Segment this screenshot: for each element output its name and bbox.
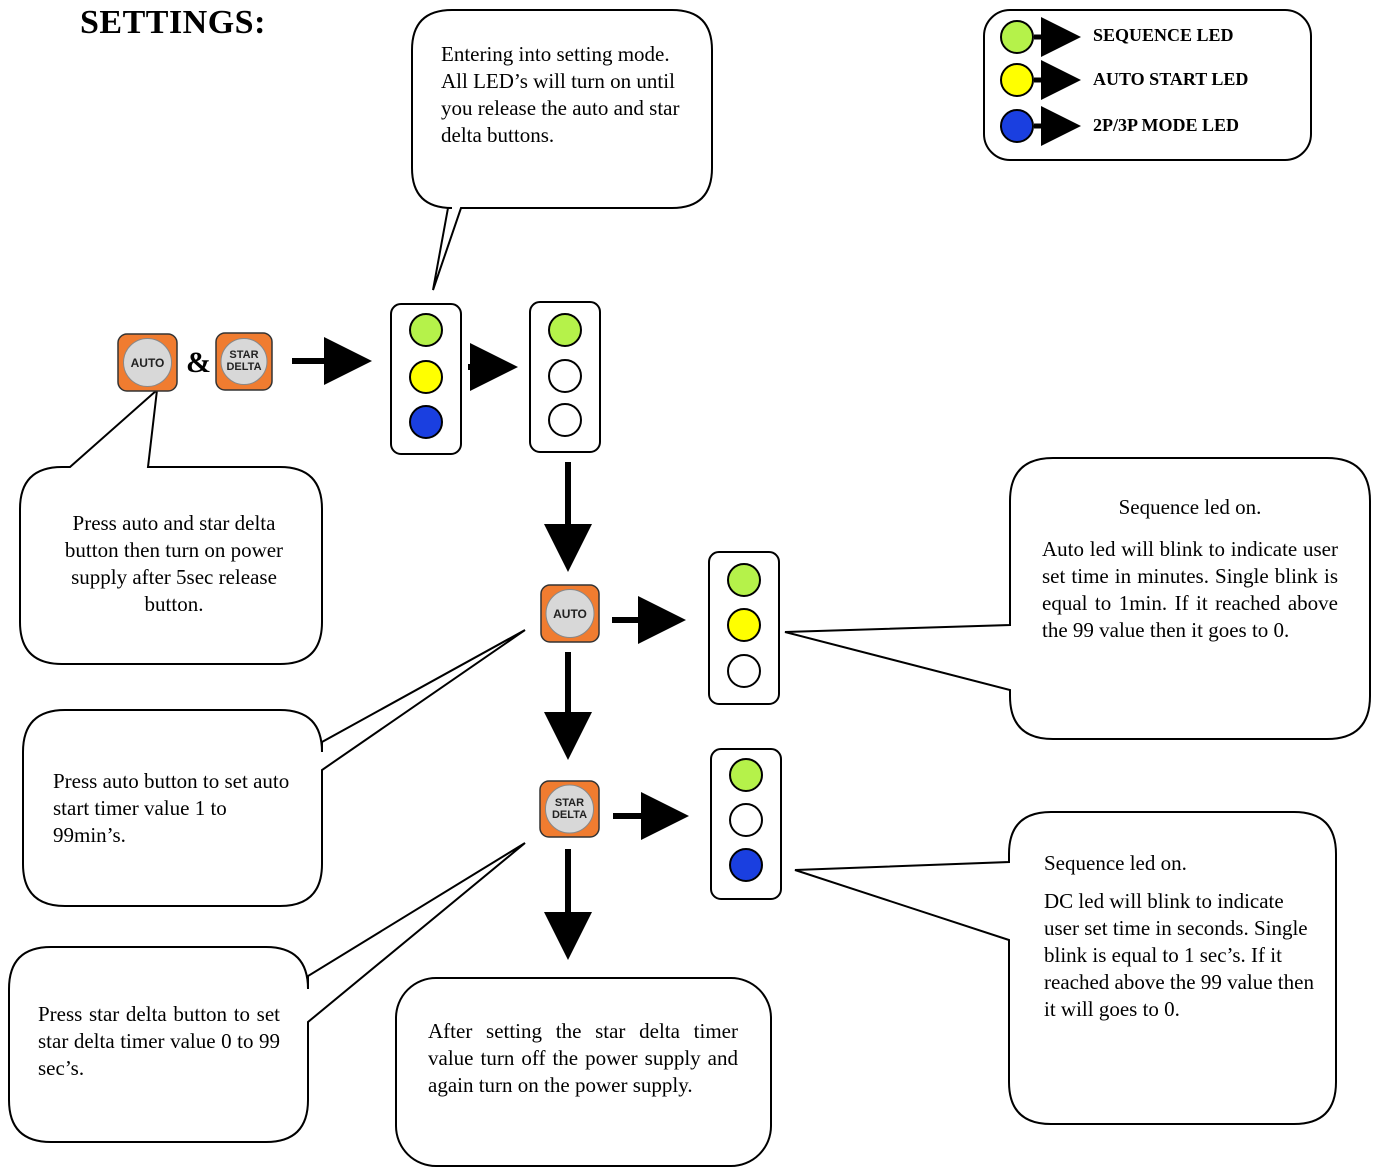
page-title: SETTINGS: [80, 4, 266, 41]
auto-button-middle-label: AUTO [553, 607, 587, 621]
legend-mode-label: 2P/3P MODE LED [1093, 115, 1240, 135]
auto-button-top: AUTO [117, 333, 178, 392]
legend-mode-led [1000, 109, 1034, 143]
led-entering-mode [409, 405, 443, 439]
legend-marks [1000, 17, 1081, 146]
callout-entering-text: Entering into setting mode. All LED’s wi… [441, 42, 680, 147]
legend-sequence-led [1000, 20, 1034, 54]
callout-star-seq-title: Sequence led on. [1044, 851, 1187, 875]
callout-press-star-text: Press star delta button to set star delt… [38, 1002, 280, 1080]
star-delta-button-middle: STAR DELTA [539, 780, 600, 838]
led-setting-sequence [548, 313, 582, 347]
callout-auto-seq-body: Auto led will blink to indicate user set… [1042, 537, 1338, 642]
legend-auto-start-label: AUTO START LED [1093, 69, 1249, 89]
led-setting-auto-start [548, 359, 582, 393]
led-star-auto-start [729, 803, 763, 837]
led-star-mode [729, 848, 763, 882]
legend-auto-start-led [1000, 63, 1034, 97]
callout-star-seq-bubble [794, 811, 1337, 1125]
callout-entering-bubble [411, 9, 713, 291]
star-delta-top-label-2: DELTA [226, 361, 261, 373]
star-delta-middle-label-2: DELTA [552, 809, 587, 821]
led-entering-sequence [409, 313, 443, 347]
callout-press-both-text: Press auto and star delta button then tu… [64, 511, 284, 616]
ampersand: & [186, 346, 211, 379]
callout-auto-seq-title: Sequence led on. [1118, 495, 1262, 519]
auto-button-top-label: AUTO [131, 356, 165, 370]
auto-button-middle: AUTO [540, 584, 600, 643]
callout-press-auto-bubble [22, 629, 526, 907]
led-auto-auto-start [727, 608, 761, 642]
callout-after-setting-text: After setting the star delta timer value… [428, 1019, 738, 1097]
callout-after-setting-bubble [395, 977, 772, 1167]
callout-star-seq-body: DC led will blink to indicate user set t… [1044, 889, 1314, 1021]
led-entering-auto-start [409, 360, 443, 394]
callout-auto-seq-bubble [784, 457, 1371, 740]
callout-press-both-bubble [19, 387, 323, 665]
led-star-sequence [729, 758, 763, 792]
star-delta-top-label-1: STAR [229, 349, 258, 361]
star-delta-button-top: STAR DELTA [215, 332, 273, 391]
led-auto-mode [727, 654, 761, 688]
led-setting-mode [548, 403, 582, 437]
callout-press-star-bubble [8, 842, 526, 1143]
callout-press-auto-text: Press auto button to set auto start time… [53, 769, 290, 847]
led-auto-sequence [727, 563, 761, 597]
star-delta-middle-label-1: STAR [555, 797, 584, 809]
legend-sequence-label: SEQUENCE LED [1093, 25, 1234, 45]
